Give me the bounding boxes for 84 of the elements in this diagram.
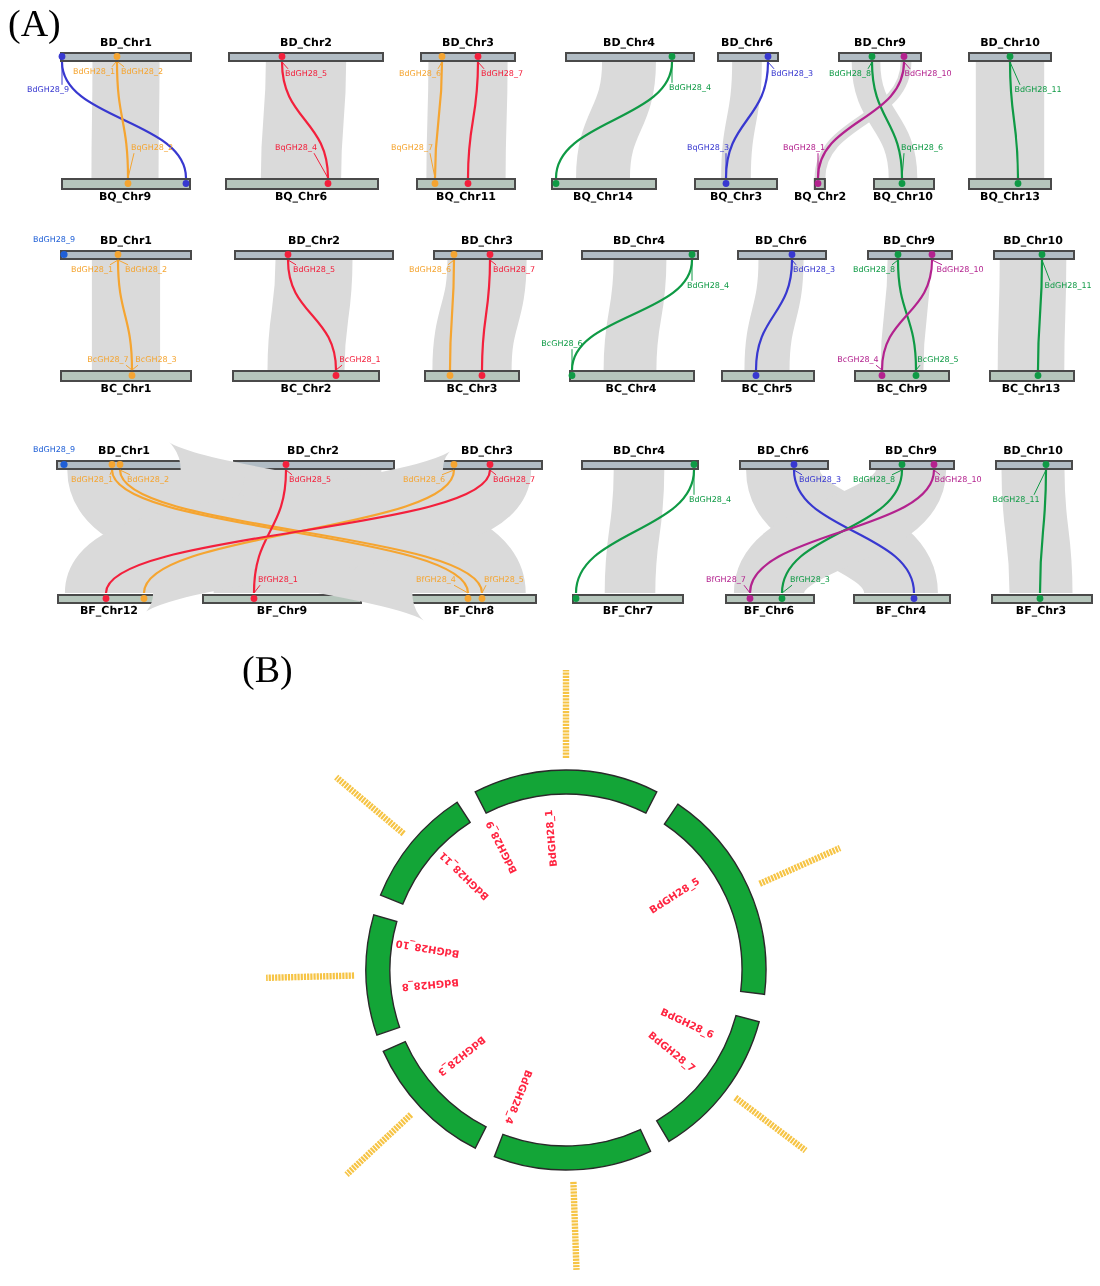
synteny-ribbon	[744, 259, 804, 371]
synteny-ribbon	[432, 259, 527, 371]
gene-link-curve	[1034, 251, 1046, 379]
leader-line	[875, 364, 883, 371]
leader-line	[933, 469, 941, 476]
synteny-ribbon	[267, 259, 353, 371]
leader-line	[281, 61, 289, 70]
gene-link-curve	[789, 461, 919, 602]
leader-line	[571, 348, 573, 371]
leader-line	[313, 152, 329, 179]
leader-line	[481, 584, 487, 594]
leader-line	[1033, 469, 1047, 496]
leader-line	[793, 469, 803, 476]
gene-link-curve	[1006, 53, 1022, 187]
leader-line	[285, 469, 293, 476]
leader-line	[489, 469, 497, 476]
synteny-ribbon	[260, 61, 347, 179]
leader-line	[287, 259, 297, 266]
panel-letter: (A)	[8, 4, 61, 46]
leader-line	[693, 469, 695, 496]
leader-line	[691, 259, 693, 282]
leader-line	[931, 259, 943, 266]
gene-link-curve	[284, 251, 340, 379]
gene-link-curve	[464, 53, 482, 187]
leader-line	[61, 61, 63, 86]
panel-letter: (B)	[242, 650, 293, 692]
synteny-ribbon	[851, 61, 918, 179]
leader-line	[111, 61, 117, 68]
leader-line	[127, 152, 135, 179]
leader-line	[743, 584, 751, 594]
leader-line	[781, 584, 793, 594]
gene-link-curve	[571, 461, 699, 602]
gene-link-curve	[250, 461, 290, 602]
leader-line	[867, 61, 873, 70]
gene-link-curve	[57, 53, 191, 187]
leader-line	[1009, 61, 1021, 86]
leader-line	[903, 61, 911, 70]
leader-line	[131, 364, 139, 371]
leader-line	[125, 364, 133, 371]
synteny-ribbon	[1001, 469, 1073, 594]
leader-line	[489, 259, 497, 266]
gene-link-curve	[752, 251, 796, 379]
gene-link-curve	[113, 53, 132, 187]
gene-link-curve	[722, 53, 772, 187]
gene-link-curve	[551, 53, 677, 187]
synteny-ribbon	[91, 62, 160, 178]
synteny-ribbon	[975, 62, 1045, 178]
gene-link-curve	[777, 461, 907, 602]
leader-line	[253, 584, 261, 594]
leader-line	[671, 61, 673, 84]
leader-line	[117, 259, 129, 266]
synteny-ribbon	[997, 259, 1067, 371]
gene-link-curve	[478, 251, 494, 379]
leader-line	[725, 152, 727, 179]
leader-line	[1041, 259, 1051, 282]
leader-line	[119, 469, 131, 476]
gene-link-curve	[894, 251, 920, 379]
gene-link-curve	[1036, 461, 1050, 602]
synteny-ribbon	[880, 259, 931, 371]
leader-line	[429, 152, 436, 179]
gene-link-curve	[114, 251, 136, 379]
leader-line	[891, 259, 899, 266]
leader-line	[109, 259, 119, 266]
leader-line	[117, 61, 125, 68]
leader-line	[901, 152, 905, 179]
leader-line	[335, 364, 343, 371]
gene-link-curve	[878, 251, 936, 379]
synteny-ribbon	[213, 467, 382, 596]
leader-line	[891, 469, 903, 476]
synteny-ribbon	[91, 260, 161, 370]
gene-link-curve	[431, 53, 446, 187]
leader-line	[817, 152, 819, 179]
leader-line	[767, 61, 775, 70]
leader-line	[453, 584, 469, 594]
gene-link-curve	[868, 53, 906, 187]
synteny-ribbon	[426, 61, 508, 179]
leader-line	[477, 61, 485, 70]
leader-line	[441, 469, 455, 476]
leader-line	[437, 61, 443, 70]
gene-link-curve	[278, 53, 332, 187]
leader-line	[447, 259, 455, 266]
gene-link-curve	[446, 251, 458, 379]
synteny-ribbon	[721, 61, 762, 179]
gene-link-curve	[567, 251, 697, 379]
